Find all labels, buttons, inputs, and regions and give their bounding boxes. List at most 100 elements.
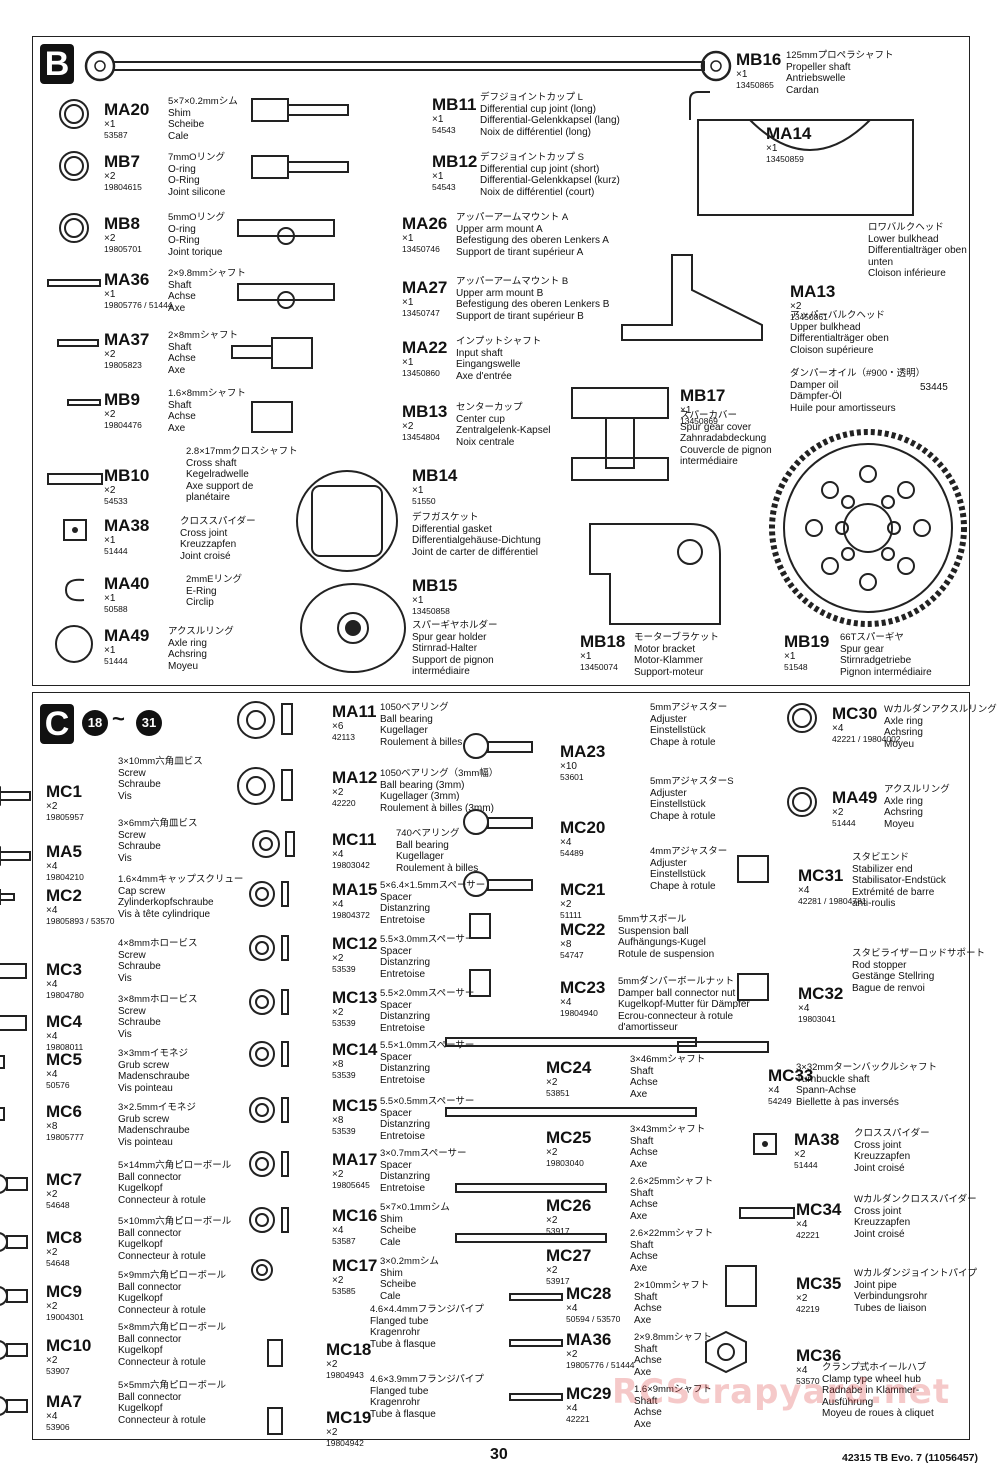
part-number: 19805776 / 51444 [104,300,173,310]
description-line: 2×9.8mmシャフト [634,1332,712,1343]
description-line: Kragenrohr [370,1327,421,1338]
description-line: Axle ring [884,715,923,727]
description-line: Scheibe [380,1279,417,1290]
part-quantity: ×4 [46,1069,58,1080]
description-line: Distanzring [380,1171,431,1182]
mc15-part-icon [249,1097,289,1123]
mc31-part-icon [737,855,769,883]
description-line: Wカルダンクロススパイダー [854,1194,977,1205]
description-line: Spacer [380,1051,412,1063]
part-number: 54489 [560,848,584,858]
part-number: 54648 [46,1200,70,1210]
description-line: Zentralgelenk-Kapsel [456,425,551,436]
description-line: Cap screw [118,885,166,897]
mc23-part-icon [469,969,491,997]
description-line: ダンパーオイル（#900・透明） [790,368,926,379]
lower-bulkhead-drawing [689,91,914,216]
description-line: Motor-Klammer [634,655,703,666]
part-number: 19804210 [46,872,84,882]
description-line: 5×14mm六角ピローボール [118,1160,232,1171]
description-line: Center cup [456,413,505,425]
part-number: 54543 [432,125,456,135]
description-line: Suspension ball [618,925,689,937]
part-code: MC12 [332,934,378,953]
differential-gasket-drawing [296,470,398,572]
description-line: Shaft [630,1065,654,1077]
part-number: 42221 / 19804002 [832,734,901,744]
mc25-part-icon [445,1107,697,1117]
description-line: 1050ベアリング [380,702,449,713]
part-code: MB19 [784,632,830,651]
description-line: Shaft [630,1239,654,1251]
part-code: MC25 [546,1128,592,1147]
description-line: Joint croisé [854,1162,905,1174]
part-code: MA49 [832,788,878,807]
description-line: Distanzring [380,1063,431,1074]
mc35-part-icon [725,1265,757,1307]
description-line: Axe [168,302,186,314]
description-line: 5.5×3.0mmスペーサー [380,934,475,945]
description-line: Scheibe [380,1225,417,1236]
part-quantity: ×2 [794,1149,806,1160]
description-line: 5×8mm六角ピローボール [118,1322,226,1333]
mb12-part-icon [251,155,349,179]
part-description: 1050ベアリング（3mm幅）Ball bearing (3mm)Kugella… [380,768,498,814]
description-line: Damper oil [790,379,839,391]
part-code: MB11 [432,95,477,114]
description-line: センターカップ [456,402,523,413]
description-line: Einstellstück [650,869,706,880]
description-line: Clamp type wheel hub [822,1373,921,1385]
mc36-part-icon [705,1330,747,1374]
description-line: Joint pipe [854,1279,897,1291]
description-line: intermédiaire [680,456,738,467]
description-line: Roulement à billes [396,862,479,874]
mc32-part-icon [737,973,769,1001]
description-line: O-ring [168,223,196,235]
description-line: Chape à rotule [650,736,716,748]
part-code: MC2 [46,886,82,905]
description-line: Ball bearing [396,839,449,851]
description-line: Differential gasket [412,523,492,535]
part-quantity: ×2 [104,409,116,420]
mc6-part-icon [0,1107,5,1121]
part-quantity: ×2 [332,1169,344,1180]
mb8-part-icon [59,213,89,243]
part-number: 19803042 [332,860,370,870]
part-code: MC29 [566,1384,612,1403]
part-code: MC19 [326,1408,372,1427]
part-quantity: ×2 [46,1301,58,1312]
description-line: Kugelkopf-Mutter für Dämpfer [618,999,750,1010]
description-line: Kugellager [396,851,444,862]
description-line: Rod stopper [852,959,907,971]
description-line: 3×3mmイモネジ [118,1048,188,1059]
part-number: 19803041 [798,1014,836,1024]
part-quantity: ×2 [104,171,116,182]
mc11-part-icon [252,830,295,858]
description-line: Axe d'entrée [456,370,512,382]
part-quantity: ×1 [104,645,116,656]
description-line: 5×9mm六角ピローボール [118,1270,226,1281]
description-line: Axe [168,422,186,434]
part-number: 53539 [332,1018,356,1028]
description-line: Befestigung des oberen Lenkers A [456,235,609,246]
description-line: Achse [634,1355,662,1366]
description-line: スパーギヤホルダー [412,620,498,631]
description-line: Cardan [786,84,819,96]
description-line: Wカルダンジョイントパイプ [854,1268,977,1279]
description-line: Einstellstück [650,799,706,810]
description-line: Axe [634,1418,652,1430]
description-line: Spacer [380,891,412,903]
part-number: 19804780 [46,990,84,1000]
description-line: planétaire [186,492,230,503]
part-quantity: ×1 [104,535,116,546]
